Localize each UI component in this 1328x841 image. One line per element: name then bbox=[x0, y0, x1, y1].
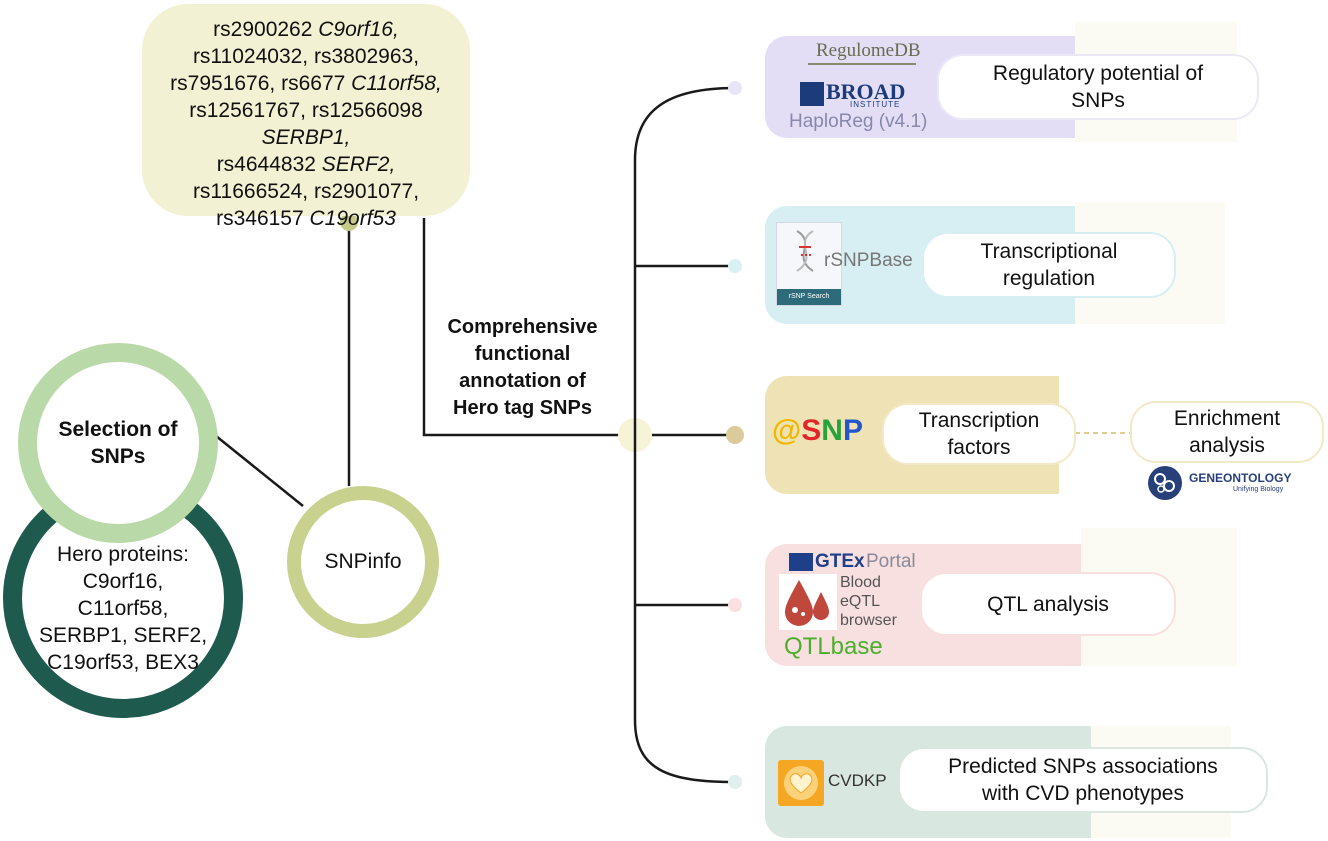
enrichment-pill: Enrichment analysis bbox=[1130, 401, 1324, 463]
regulatory-label: SNPs bbox=[1071, 89, 1125, 112]
enrichment-label: analysis bbox=[1189, 434, 1265, 457]
broad-logo-icon bbox=[800, 82, 824, 106]
qtlbase-text: QTLbase bbox=[784, 633, 883, 660]
gtex-portal-text: Portal bbox=[866, 551, 916, 572]
blood-eqtl-text: Blood eQTL browser bbox=[840, 573, 897, 630]
annotation-line: Hero tag SNPs bbox=[453, 397, 592, 419]
node-cvd bbox=[728, 775, 742, 789]
node-tf bbox=[726, 426, 744, 444]
asnp-at: @ bbox=[772, 414, 802, 447]
heart-grid-icon bbox=[784, 766, 818, 800]
gene-name: SERBP1, bbox=[261, 126, 351, 149]
node-transcriptional bbox=[728, 259, 742, 273]
tf-label: Transcription bbox=[918, 409, 1040, 432]
rsnpbase-text: rSNPBase bbox=[824, 250, 913, 271]
blood-eqtl-line: eQTL bbox=[840, 593, 881, 610]
regulomedb-logo: RegulomeDB bbox=[808, 40, 921, 70]
snp-line: rs346157 bbox=[216, 207, 310, 230]
cvdkp-text: CVDKP bbox=[828, 771, 887, 790]
node-regulatory bbox=[728, 81, 742, 95]
regulatory-label: Regulatory potential of bbox=[992, 62, 1204, 85]
annotation-line: annotation of bbox=[459, 370, 586, 392]
geneontology-logo: GENEONTOLOGY Unifying Biology bbox=[1147, 465, 1317, 501]
hero-line: Hero proteins: bbox=[57, 542, 189, 566]
snp-list-node bbox=[340, 213, 358, 231]
qtl-label: QTL analysis bbox=[987, 592, 1109, 616]
asnp-s: S bbox=[801, 414, 822, 447]
annotation-line: functional bbox=[474, 343, 571, 365]
broad-text: BROAD bbox=[826, 79, 906, 104]
regulomedb-text: RegulomeDB bbox=[816, 40, 921, 61]
asnp-logo: @SNP bbox=[772, 414, 863, 448]
enrichment-label: Enrichment bbox=[1173, 407, 1281, 430]
snpinfo-circle: SNPinfo bbox=[287, 486, 439, 638]
selection-line: SNPs bbox=[90, 445, 146, 468]
haploreg-text: HaploReg (v4.1) bbox=[789, 111, 928, 132]
cvd-label: with CVD phenotypes bbox=[982, 782, 1184, 805]
cvd-label: Predicted SNPs associations bbox=[948, 755, 1218, 778]
selection-of-snps-circle: Selection of SNPs bbox=[18, 343, 218, 543]
hero-line: C11orf58, bbox=[77, 596, 169, 620]
transcriptional-label: regulation bbox=[1002, 267, 1096, 290]
node-qtl bbox=[728, 598, 742, 612]
asnp-n: N bbox=[821, 414, 843, 447]
snpinfo-label: SNPinfo bbox=[324, 550, 402, 573]
snp-line: rs12561767, rs12566098 bbox=[189, 99, 423, 122]
snp-line: rs11666524, rs2901077, bbox=[192, 180, 420, 203]
transcriptional-label: Transcriptional bbox=[980, 240, 1118, 263]
snp-line: rs7951676, rs6677 bbox=[170, 72, 352, 95]
gene-name: C9orf16, bbox=[318, 18, 399, 41]
rsnp-search-text: rSNP Search bbox=[788, 293, 830, 300]
snp-list-box: rs2900262 C9orf16, rs11024032, rs3802963… bbox=[142, 4, 470, 230]
tf-pill: Transcription factors bbox=[882, 403, 1076, 465]
dna-helix-icon bbox=[796, 230, 814, 272]
rsnp-search-bar: rSNP Search bbox=[777, 289, 841, 305]
broad-institute-text: INSTITUTE bbox=[850, 100, 901, 109]
gtex-logo-icon bbox=[789, 553, 813, 571]
qtl-pill: QTL analysis bbox=[920, 572, 1176, 636]
geneontology-tagline: Unifying Biology bbox=[1233, 486, 1284, 493]
gene-name: C19orf53 bbox=[309, 207, 396, 230]
tf-label: factors bbox=[947, 436, 1011, 459]
snp-line: rs2900262 bbox=[213, 18, 319, 41]
regulomedb-underline-icon bbox=[808, 63, 916, 65]
blood-drop-icon bbox=[785, 580, 829, 626]
annotation-label: Comprehensive functional annotation of H… bbox=[420, 314, 625, 422]
snp-line: rs4644832 bbox=[216, 153, 322, 176]
geneontology-text: GENEONTOLOGY bbox=[1189, 471, 1292, 485]
cvd-pill: Predicted SNPs associations with CVD phe… bbox=[898, 747, 1268, 813]
gene-name: SERF2, bbox=[321, 153, 396, 176]
geneontology-icon bbox=[1148, 466, 1182, 500]
regulatory-pill: Regulatory potential of SNPs bbox=[937, 54, 1259, 120]
hero-line: C19orf53, BEX3 bbox=[47, 650, 199, 674]
rsnpbase-logo-icon: rSNP Search bbox=[776, 222, 842, 306]
transcriptional-pill: Transcriptional regulation bbox=[922, 232, 1176, 298]
asnp-p: P bbox=[842, 414, 863, 447]
blood-eqtl-line: browser bbox=[840, 612, 897, 629]
annotation-line: Comprehensive bbox=[447, 316, 598, 338]
blood-eqtl-icon bbox=[779, 574, 837, 630]
snp-line: rs11024032, rs3802963, bbox=[192, 45, 420, 68]
selection-line: Selection of bbox=[58, 418, 178, 441]
gene-name: C11orf58, bbox=[351, 72, 442, 95]
gtex-text: GTEx bbox=[815, 551, 865, 572]
hero-line: C9orf16, bbox=[82, 569, 164, 593]
blood-eqtl-line: Blood bbox=[840, 574, 881, 591]
cvdkp-logo-icon bbox=[778, 760, 824, 806]
hero-line: SERBP1, SERF2, bbox=[38, 623, 208, 647]
